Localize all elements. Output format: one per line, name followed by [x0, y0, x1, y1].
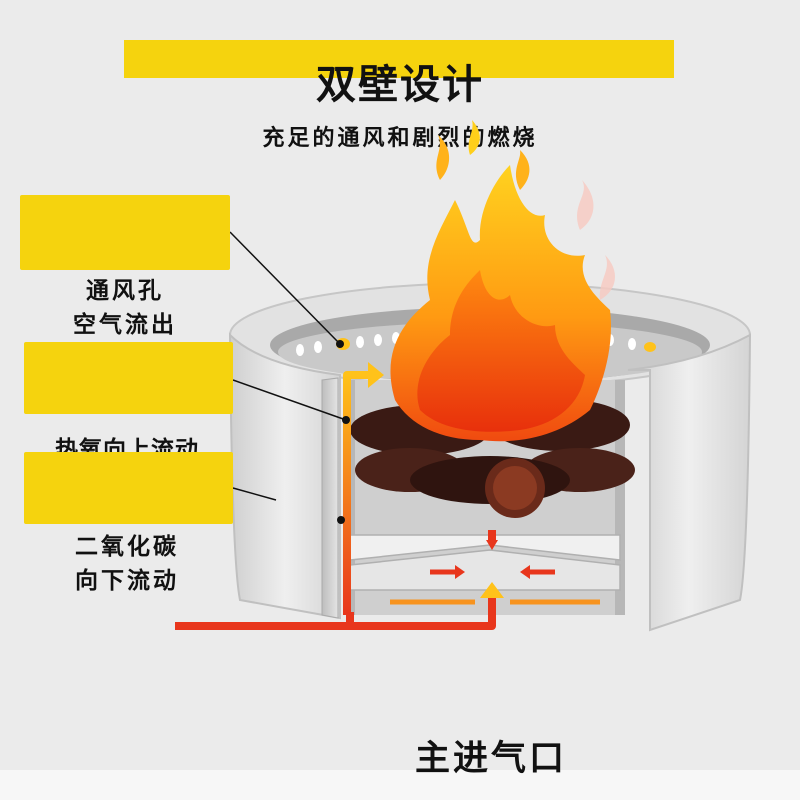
callout-vents-line1: 通风孔: [86, 278, 164, 304]
page-title: 双壁设计: [316, 62, 484, 108]
callout-co2-line2: 向下流动: [75, 568, 179, 594]
inner-flow-arrows: [390, 530, 600, 605]
outer-wall-right: [627, 333, 752, 632]
bottom-strip: [0, 770, 800, 800]
callout-box-co2: [24, 452, 233, 524]
main-inlet-arrowhead: [480, 582, 504, 598]
leader-dot-co2: [337, 516, 345, 524]
leader-dot-vent: [336, 340, 344, 348]
hot-oxygen-flow-arrow: [343, 371, 372, 615]
page-subtitle: 充足的通风和剧烈的燃烧: [262, 126, 538, 151]
outer-wall-left: [228, 332, 341, 620]
callout-label-co2: 二氧化碳 向下流动: [20, 530, 234, 598]
main-inlet-label: 主进气口: [415, 739, 568, 779]
callout-co2-line1: 二氧化碳: [75, 534, 179, 560]
vent-holes: [296, 332, 636, 356]
inner-wall: [321, 377, 339, 619]
vent-glow-right: [644, 342, 656, 352]
callout-label-vents: 通风孔 空气流出: [20, 274, 230, 342]
main-inlet-flow: [175, 595, 496, 630]
callout-box-hot-oxygen: [24, 342, 233, 414]
title-highlight-bar: [124, 40, 674, 78]
callout-vents-line2: 空气流出: [73, 312, 177, 338]
leader-dot-hot-flow: [342, 416, 350, 424]
hot-oxygen-arrowhead: [368, 362, 384, 388]
flames: [390, 120, 616, 442]
leader-lines: [229, 231, 347, 501]
callout-box-vents: [20, 195, 230, 270]
